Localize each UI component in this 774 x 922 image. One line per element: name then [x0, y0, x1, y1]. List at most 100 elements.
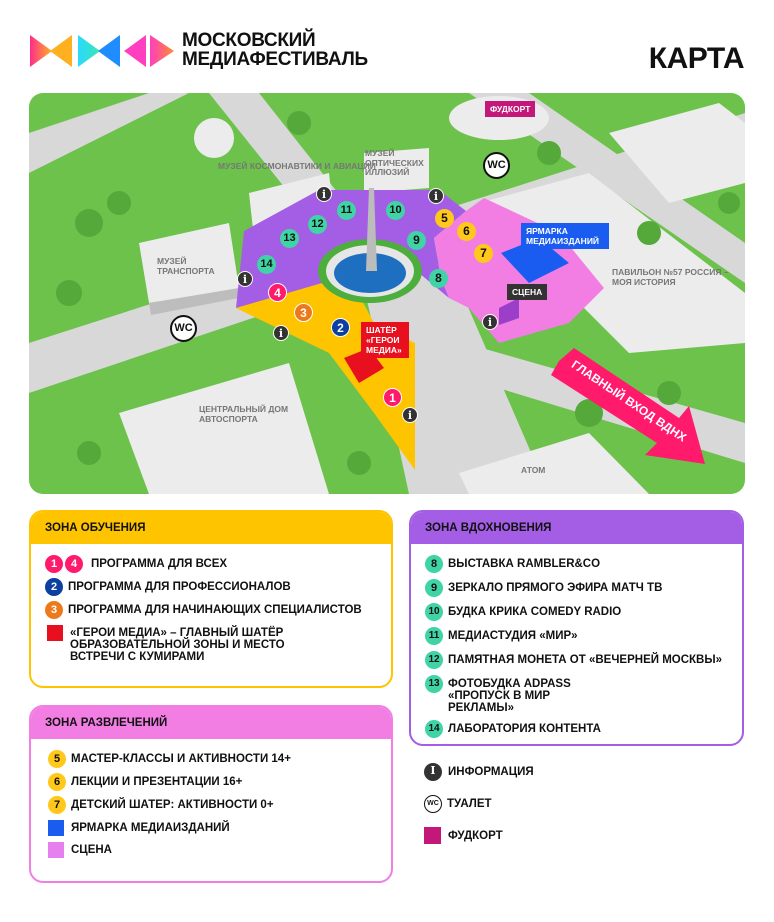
label-atom: АТОМ	[521, 465, 546, 475]
legend-other: i ИНФОРМАЦИЯ WC ТУАЛЕТ ФУДКОРТ	[424, 763, 534, 844]
marker-7[interactable]: 7	[474, 244, 493, 263]
info-icon: i	[424, 763, 442, 781]
legend-fun-zone: ЗОНА РАЗВЛЕЧЕНИЙ 5 МАСТЕР-КЛАССЫ И АКТИВН…	[29, 705, 393, 883]
buildings	[119, 96, 745, 494]
legend-label: ДЕТСКИЙ ШАТЕР: АКТИВНОСТИ 0+	[71, 799, 274, 811]
legend-label: ИНФОРМАЦИЯ	[448, 766, 534, 778]
marker-5[interactable]: 5	[435, 209, 454, 228]
legend-title: ЗОНА ОБУЧЕНИЯ	[31, 512, 391, 544]
info-icon[interactable]: i	[237, 271, 253, 287]
legend-label: «ГЕРОИ МЕДИА» – ГЛАВНЫЙ ШАТЁР ОБРАЗОВАТЕ…	[70, 627, 285, 663]
legend-item-wc: WC ТУАЛЕТ	[424, 795, 534, 813]
badge-5: 5	[48, 750, 66, 768]
marker-4[interactable]: 4	[268, 283, 287, 302]
blue-square-icon	[48, 820, 64, 836]
monument-tower	[366, 188, 377, 271]
map-graphics	[29, 93, 745, 494]
legend-item: «ГЕРОИ МЕДИА» – ГЛАВНЫЙ ШАТЁР ОБРАЗОВАТЕ…	[47, 625, 391, 663]
festival-logo	[28, 33, 176, 69]
legend-label: ЛАБОРАТОРИЯ КОНТЕНТА	[448, 723, 601, 735]
legend-title: ЗОНА ВДОХНОВЕНИЯ	[411, 512, 742, 544]
marker-8[interactable]: 8	[429, 269, 448, 288]
legend-item: СЦЕНА	[48, 842, 391, 858]
legend-label: МЕДИАСТУДИЯ «МИР»	[448, 630, 578, 642]
legend-label: ПАМЯТНАЯ МОНЕТА ОТ «ВЕЧЕРНЕЙ МОСКВЫ»	[448, 654, 723, 666]
badge-3: 3	[45, 601, 63, 619]
legend-item: 6 ЛЕКЦИИ И ПРЕЗЕНТАЦИИ 16+	[48, 773, 391, 791]
badge-1: 1	[45, 555, 63, 573]
legend-label: ПРОГРАММА ДЛЯ НАЧИНАЮЩИХ СПЕЦИАЛИСТОВ	[68, 604, 362, 616]
entrance-arrow	[551, 348, 705, 464]
info-icon[interactable]: i	[482, 314, 498, 330]
legend-item: 13 ФОТОБУДКА ADPASS «ПРОПУСК В МИР РЕКЛАМ…	[425, 675, 742, 714]
legend-label: ПРОГРАММА ДЛЯ ВСЕХ	[91, 558, 228, 570]
legend-item: 3 ПРОГРАММА ДЛЯ НАЧИНАЮЩИХ СПЕЦИАЛИСТОВ	[45, 601, 391, 619]
legend-label: ЛЕКЦИИ И ПРЕЗЕНТАЦИИ 16+	[71, 776, 243, 788]
tag-foodcourt[interactable]: ФУДКОРТ	[485, 101, 536, 117]
logo-line-2: МЕДИАФЕСТИВАЛЬ	[182, 49, 368, 70]
marker-9[interactable]: 9	[407, 231, 426, 250]
marker-14[interactable]: 14	[257, 255, 276, 274]
legend-item: 11 МЕДИАСТУДИЯ «МИР»	[425, 627, 742, 645]
legend-label: МАСТЕР-КЛАССЫ И АКТИВНОСТИ 14+	[71, 753, 291, 765]
page-title: КАРТА	[648, 42, 745, 75]
legend-item-foodcourt: ФУДКОРТ	[424, 827, 534, 844]
legend-label: ЯРМАРКА МЕДИАИЗДАНИЙ	[71, 822, 230, 834]
info-icon[interactable]: i	[428, 188, 444, 204]
wc-icon: WC	[424, 795, 442, 813]
badge-4: 4	[65, 555, 83, 573]
fair-pavilion	[501, 238, 569, 283]
legend-label: ФОТОБУДКА ADPASS «ПРОПУСК В МИР РЕКЛАМЫ»	[448, 678, 571, 714]
badge-14: 14	[425, 720, 443, 738]
marker-2[interactable]: 2	[331, 318, 350, 337]
label-pavilion-57: ПАВИЛЬОН №57 РОССИЯ – МОЯ ИСТОРИЯ	[612, 267, 729, 287]
info-icon[interactable]: i	[316, 186, 332, 202]
tag-stage[interactable]: СЦЕНА	[507, 284, 548, 300]
marker-12[interactable]: 12	[308, 215, 327, 234]
legend-label: БУДКА КРИКА COMEDY RADIO	[448, 606, 622, 618]
foodcourt-square-icon	[424, 827, 441, 844]
info-icon[interactable]: i	[273, 325, 289, 341]
red-square-icon	[47, 625, 63, 641]
marker-1[interactable]: 1	[383, 388, 402, 407]
marker-13[interactable]: 13	[280, 229, 299, 248]
legend-label: ФУДКОРТ	[448, 829, 503, 842]
legend-label: ЗЕРКАЛО ПРЯМОГО ЭФИРА МАТЧ ТВ	[448, 582, 663, 594]
marker-3[interactable]: 3	[294, 303, 313, 322]
tag-heroes-tent[interactable]: ШАТЁР «ГЕРОИ МЕДИА»	[361, 322, 409, 358]
wc-icon[interactable]: WC	[170, 315, 197, 342]
badge-13: 13	[425, 675, 443, 693]
trees	[56, 111, 740, 475]
label-optical-museum: МУЗЕЙ ОПТИЧЕСКИХ ИЛЛЮЗИЙ	[365, 148, 424, 177]
legend-item: ЯРМАРКА МЕДИАИЗДАНИЙ	[48, 820, 391, 836]
venue-map[interactable]: МУЗЕЙ КОСМОНАВТИКИ И АВИАЦИИ МУЗЕЙ ОПТИЧ…	[29, 93, 745, 494]
badge-8: 8	[425, 555, 443, 573]
badge-11: 11	[425, 627, 443, 645]
label-transport-museum: МУЗЕЙ ТРАНСПОРТА	[157, 256, 215, 276]
marker-10[interactable]: 10	[386, 201, 405, 220]
marker-11[interactable]: 11	[337, 201, 356, 220]
stage	[499, 298, 519, 325]
badge-6: 6	[48, 773, 66, 791]
info-icon[interactable]: i	[402, 407, 418, 423]
legend-item-info: i ИНФОРМАЦИЯ	[424, 763, 534, 781]
legend-title: ЗОНА РАЗВЛЕЧЕНИЙ	[31, 707, 391, 739]
tag-media-fair[interactable]: ЯРМАРКА МЕДИАИЗДАНИЙ	[521, 223, 609, 249]
legend-item: 5 МАСТЕР-КЛАССЫ И АКТИВНОСТИ 14+	[48, 750, 391, 768]
legend-label: ТУАЛЕТ	[447, 798, 492, 810]
wc-icon[interactable]: WC	[483, 152, 510, 179]
marker-6[interactable]: 6	[457, 222, 476, 241]
logo-line-1: МОСКОВСКИЙ	[182, 30, 316, 51]
pink-square-icon	[48, 842, 64, 858]
label-autosport: ЦЕНТРАЛЬНЫЙ ДОМ АВТОСПОРТА	[199, 404, 289, 424]
